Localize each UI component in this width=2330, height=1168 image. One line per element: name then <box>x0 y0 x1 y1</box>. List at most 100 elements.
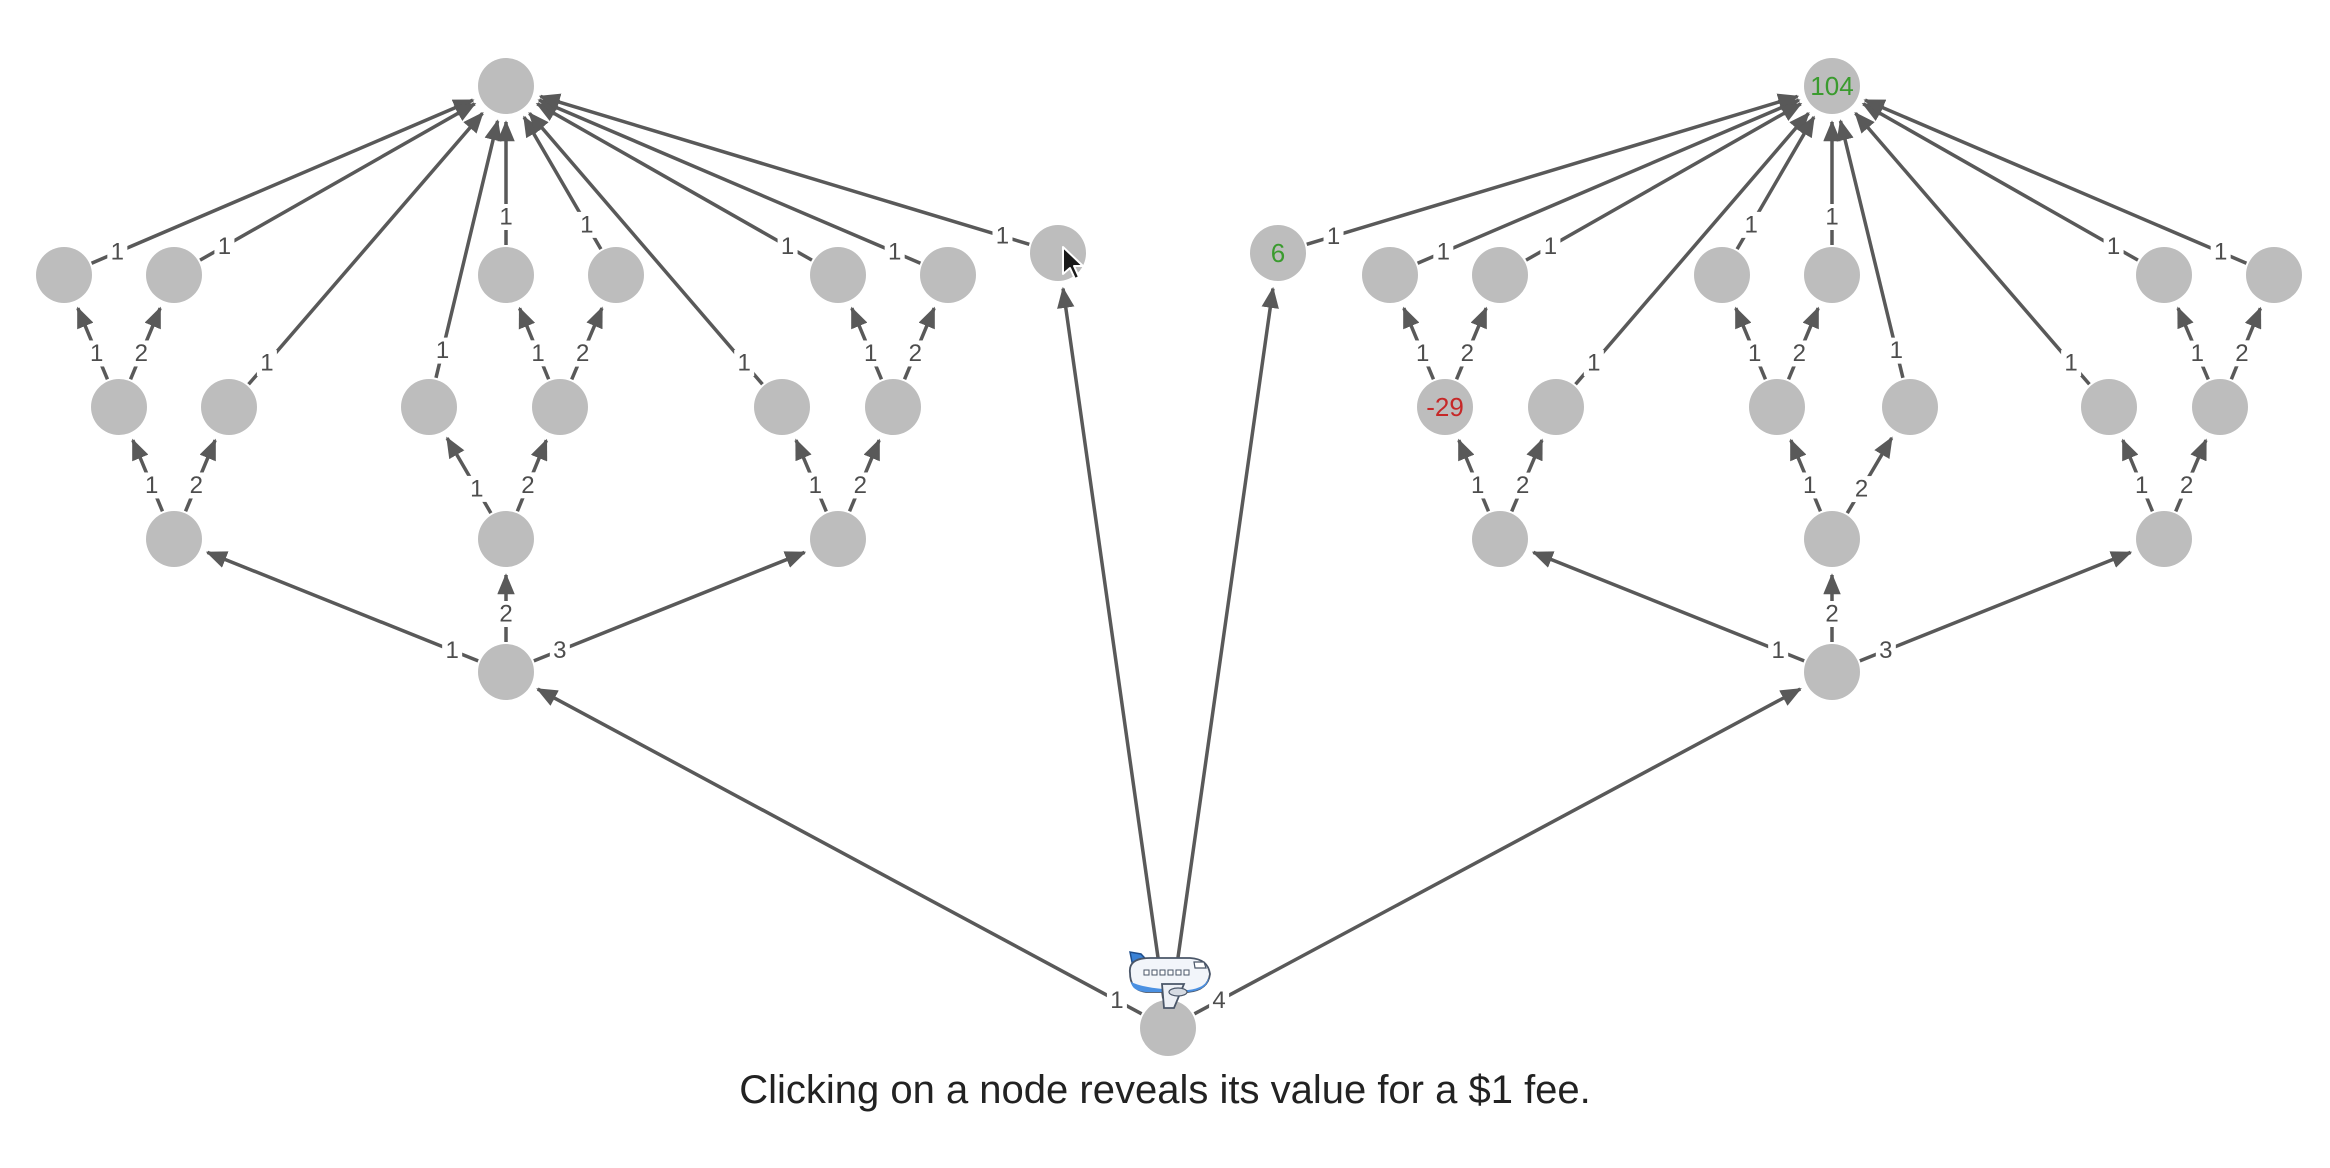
node-L[interactable] <box>478 644 534 700</box>
airplane-icon <box>1128 951 1211 1009</box>
node-L1a2[interactable] <box>146 247 202 303</box>
edge-label: 1 <box>1323 223 1344 250</box>
svg-text:1: 1 <box>864 340 877 367</box>
edge-label: 1 <box>1106 987 1127 1014</box>
node-L2a[interactable] <box>401 379 457 435</box>
node-value: 6 <box>1271 238 1285 268</box>
edge-label: 2 <box>2231 340 2252 367</box>
node-R3b1[interactable] <box>2136 247 2192 303</box>
edge-label: 2 <box>1789 340 1810 367</box>
edge-L-to-L3 <box>533 550 807 663</box>
node-R3[interactable] <box>2136 511 2192 567</box>
edge-label: 2 <box>186 472 207 499</box>
edge-label: 1 <box>777 233 798 260</box>
svg-text:1: 1 <box>145 472 158 499</box>
node-value: -29 <box>1426 392 1464 422</box>
node-L3a[interactable] <box>754 379 810 435</box>
edge-label: 1 <box>1467 472 1488 499</box>
edge-root-to-M1 <box>1057 286 1166 999</box>
node-L3b1[interactable] <box>810 247 866 303</box>
svg-text:1: 1 <box>2107 233 2120 260</box>
node-R2a1[interactable] <box>1694 247 1750 303</box>
edge-L-to-L1 <box>205 550 479 663</box>
edge-label: 1 <box>860 340 881 367</box>
node-R1b[interactable] <box>1528 379 1584 435</box>
edge-label: 1 <box>1886 337 1907 364</box>
edge-label: 1 <box>141 472 162 499</box>
svg-text:1: 1 <box>260 350 273 377</box>
edge-label: 1 <box>1583 350 1604 377</box>
node-L1a[interactable] <box>91 379 147 435</box>
edge-label: 2 <box>850 472 871 499</box>
edge-root-to-M2 <box>1170 286 1279 999</box>
node-GR[interactable]: 104 <box>1804 58 1860 114</box>
mouse-pointer-icon <box>1062 246 1084 280</box>
node-L2[interactable] <box>478 511 534 567</box>
svg-text:2: 2 <box>499 601 512 628</box>
svg-text:1: 1 <box>2214 239 2227 266</box>
svg-text:1: 1 <box>499 204 512 231</box>
node-L1[interactable] <box>146 511 202 567</box>
edge-label: 1 <box>992 223 1013 250</box>
node-L3b2[interactable] <box>920 247 976 303</box>
edge-label: 1 <box>442 637 463 664</box>
svg-text:3: 3 <box>1879 637 1892 664</box>
edge-label: 1 <box>1433 239 1454 266</box>
edge-L3a-to-GL <box>528 111 764 386</box>
node-root[interactable] <box>1140 1000 1196 1056</box>
node-L1a1[interactable] <box>36 247 92 303</box>
node-R1a2[interactable] <box>1472 247 1528 303</box>
node-L2b2[interactable] <box>588 247 644 303</box>
edge-label: 2 <box>1822 601 1842 628</box>
edge-label: 2 <box>905 340 926 367</box>
node-L1b[interactable] <box>201 379 257 435</box>
node-GL[interactable] <box>478 58 534 114</box>
edge-label: 1 <box>256 350 277 377</box>
svg-text:2: 2 <box>909 340 922 367</box>
edge-label: 2 <box>131 340 152 367</box>
svg-text:1: 1 <box>1825 204 1838 231</box>
edge-label: 1 <box>2103 233 2124 260</box>
svg-text:2: 2 <box>854 472 867 499</box>
node-L3[interactable] <box>810 511 866 567</box>
instruction-text: Clicking on a node reveals its value for… <box>739 1068 1591 1112</box>
svg-text:1: 1 <box>996 223 1009 250</box>
node-R3b[interactable] <box>2192 379 2248 435</box>
node-R2a2[interactable] <box>1804 247 1860 303</box>
edge-L3b2-to-GL <box>537 98 922 265</box>
node-L2a1[interactable] <box>478 247 534 303</box>
svg-text:1: 1 <box>1437 239 1450 266</box>
edge-label: 3 <box>1875 637 1896 664</box>
node-R2b[interactable] <box>1882 379 1938 435</box>
node-L3b[interactable] <box>865 379 921 435</box>
edge-L1a1-to-GL <box>90 98 475 265</box>
node-R2a[interactable] <box>1749 379 1805 435</box>
edge-root-to-L <box>536 687 1143 1016</box>
svg-text:2: 2 <box>576 340 589 367</box>
edge-label: 1 <box>2187 340 2208 367</box>
edge-label: 1 <box>107 239 128 266</box>
edge-label: 2 <box>1512 472 1533 499</box>
svg-text:1: 1 <box>2135 472 2148 499</box>
node-R3a[interactable] <box>2081 379 2137 435</box>
svg-text:2: 2 <box>135 340 148 367</box>
node-R1a[interactable]: -29 <box>1417 379 1473 435</box>
edge-label: 1 <box>496 204 516 231</box>
node-R3b2[interactable] <box>2246 247 2302 303</box>
node-L2b[interactable] <box>532 379 588 435</box>
svg-text:1: 1 <box>1890 337 1903 364</box>
edge-label: 1 <box>1822 204 1842 231</box>
node-R[interactable] <box>1804 644 1860 700</box>
node-R1[interactable] <box>1472 511 1528 567</box>
svg-text:2: 2 <box>2235 340 2248 367</box>
node-R1a1[interactable] <box>1362 247 1418 303</box>
edge-label: 1 <box>214 233 235 260</box>
svg-text:1: 1 <box>809 472 822 499</box>
edge-label: 1 <box>2061 350 2082 377</box>
edge-label: 3 <box>549 637 570 664</box>
node-M2[interactable]: 6 <box>1250 225 1306 281</box>
svg-text:1: 1 <box>1110 987 1123 1014</box>
node-R2[interactable] <box>1804 511 1860 567</box>
edge-label: 1 <box>884 239 905 266</box>
